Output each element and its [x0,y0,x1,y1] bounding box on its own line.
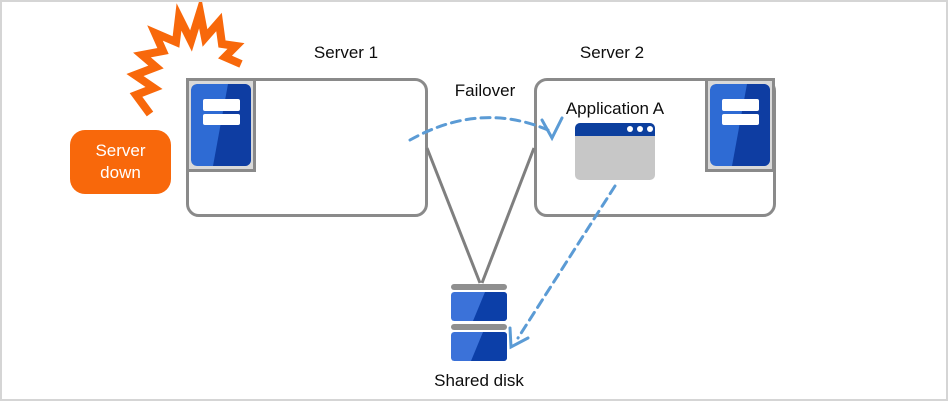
window-dot-icon [647,126,653,132]
server2-label: Server 2 [579,43,645,62]
server2-to-disk-line [480,147,536,284]
disk-stack-icon [450,283,508,368]
server1-to-disk-line [425,147,482,284]
server1-icon-tray [186,78,256,172]
server-tower-icon [191,84,251,166]
failover-label: Failover [454,81,516,100]
server-down-callout-text: Server down [95,141,146,182]
failover-arrow [408,116,550,142]
disk-stack-icon-svg [451,284,507,361]
window-dot-icon [627,126,633,132]
app-to-disk-arrowhead-icon [508,326,530,350]
server-tower-icon [710,84,770,166]
app-window-titlebar [575,123,655,136]
application-label: Application A [565,99,665,118]
server2-icon-tray [705,78,775,172]
app-window-icon [575,123,655,180]
server1-label: Server 1 [313,43,379,62]
server-down-callout: Server down [70,130,171,194]
shared-disk-label: Shared disk [434,371,524,390]
window-dot-icon [637,126,643,132]
